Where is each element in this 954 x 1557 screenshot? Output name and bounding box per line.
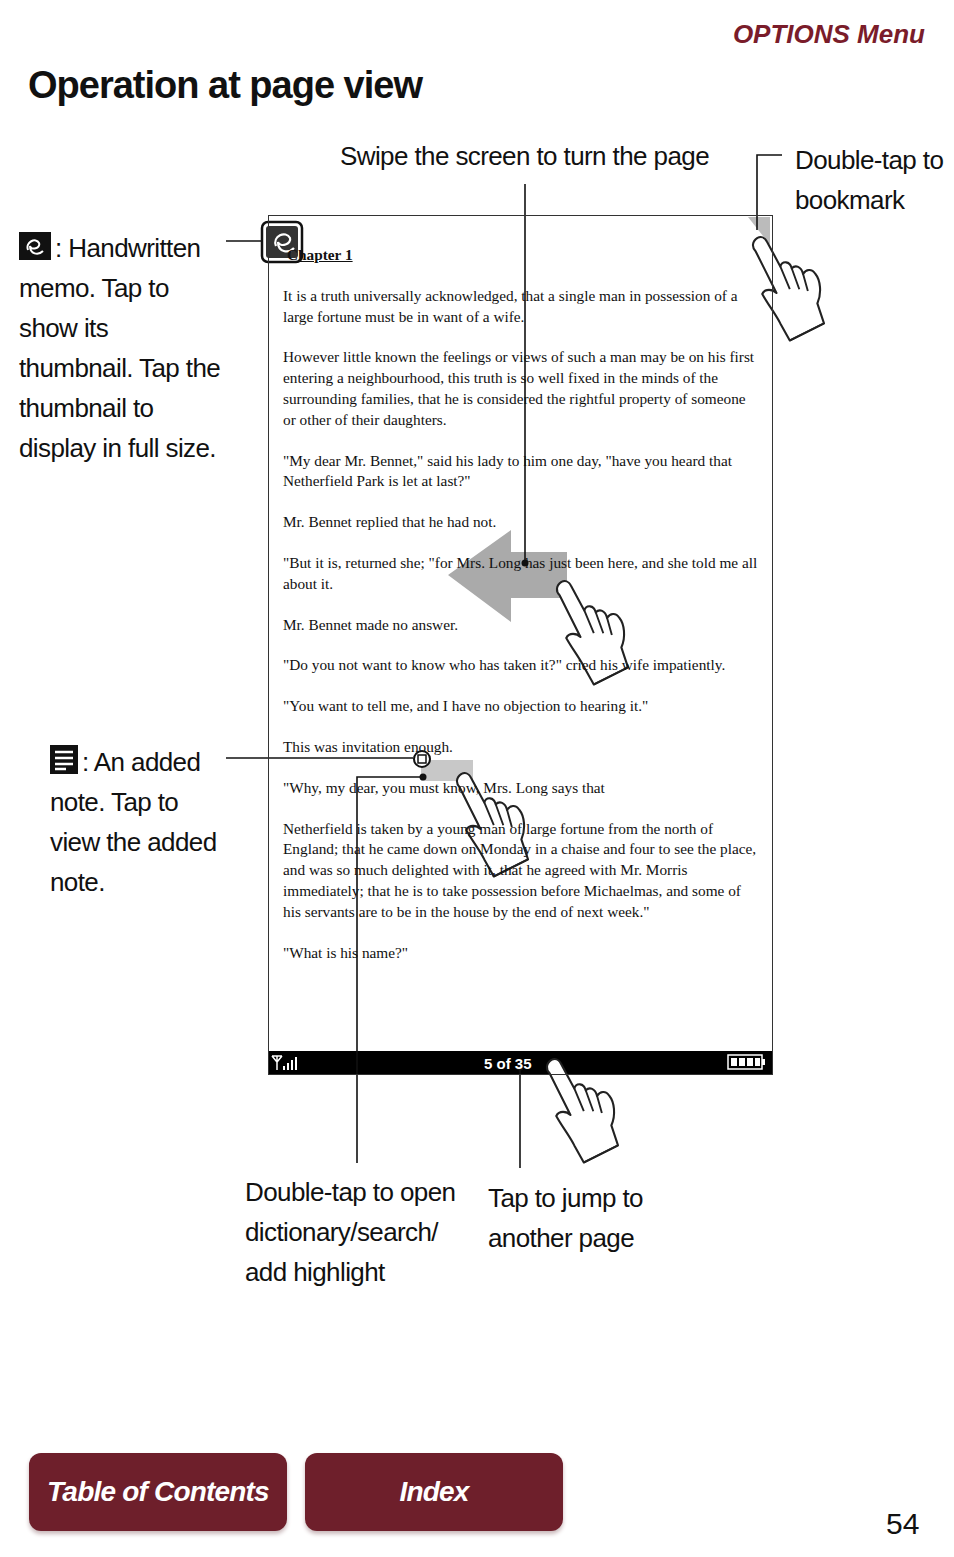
memo-icon [19, 232, 51, 260]
book-paragraph: Mr. Bennet made no answer. [283, 615, 758, 636]
leader-dots [420, 560, 529, 1071]
book-paragraph: However little known the feelings or vie… [283, 347, 758, 430]
callout-text: Double-tap to open dictionary/search/ ad… [245, 1172, 480, 1292]
hand-bookmark [753, 237, 824, 340]
callout-text: : Handwritten memo. Tap to show its thum… [19, 228, 224, 468]
status-bar: 5 of 35 [484, 1052, 624, 1075]
chapter-heading: Chapter 1 [283, 245, 758, 266]
book-paragraph: "My dear Mr. Bennet," said his lady to h… [283, 451, 758, 493]
section-header: OPTIONS Menu [733, 18, 925, 51]
book-paragraph: "What is his name?" [283, 943, 758, 964]
book-paragraph: Netherfield is taken by a young man of l… [283, 819, 758, 923]
book-paragraph: "You want to tell me, and I have no obje… [283, 696, 758, 717]
callout-text: Tap to jump to another page [488, 1178, 663, 1258]
note-icon [50, 745, 78, 774]
book-paragraph: This was invitation enough. [283, 737, 758, 758]
status-bar [268, 1051, 772, 1074]
book-paragraph: "Do you not want to know who has taken i… [283, 655, 758, 676]
button-label: Table of Contents [47, 1476, 269, 1508]
reader-screen: Chapter 1 It is a truth universally ackno… [268, 215, 773, 1075]
swipe-arrow [448, 530, 567, 622]
callout-text: Swipe the screen to turn the page [340, 140, 709, 173]
page-number: 54 [886, 1505, 919, 1543]
button-label: Index [399, 1476, 468, 1508]
leader-lines [226, 155, 782, 1168]
book-paragraph: "Why, my dear, you must know, Mrs. Long … [283, 778, 758, 799]
book-paragraph: It is a truth universally acknowledged, … [283, 286, 758, 328]
page-title: Operation at page view [28, 64, 422, 107]
callout-text: Double-tap to bookmark [795, 140, 950, 220]
nav-button: Table of Contents [29, 1453, 287, 1531]
signal-icon [272, 1056, 296, 1070]
page-indicator: 5 of 35 [484, 1052, 624, 1075]
book-paragraph: Mr. Bennet replied that he had not. [283, 512, 758, 533]
book-paragraph: "But it is, returned she; "for Mrs. Long… [283, 553, 758, 595]
callout-text: : An added note. Tap to view the added n… [50, 742, 226, 902]
nav-button: Index [305, 1453, 563, 1531]
battery-icon [728, 1055, 765, 1069]
